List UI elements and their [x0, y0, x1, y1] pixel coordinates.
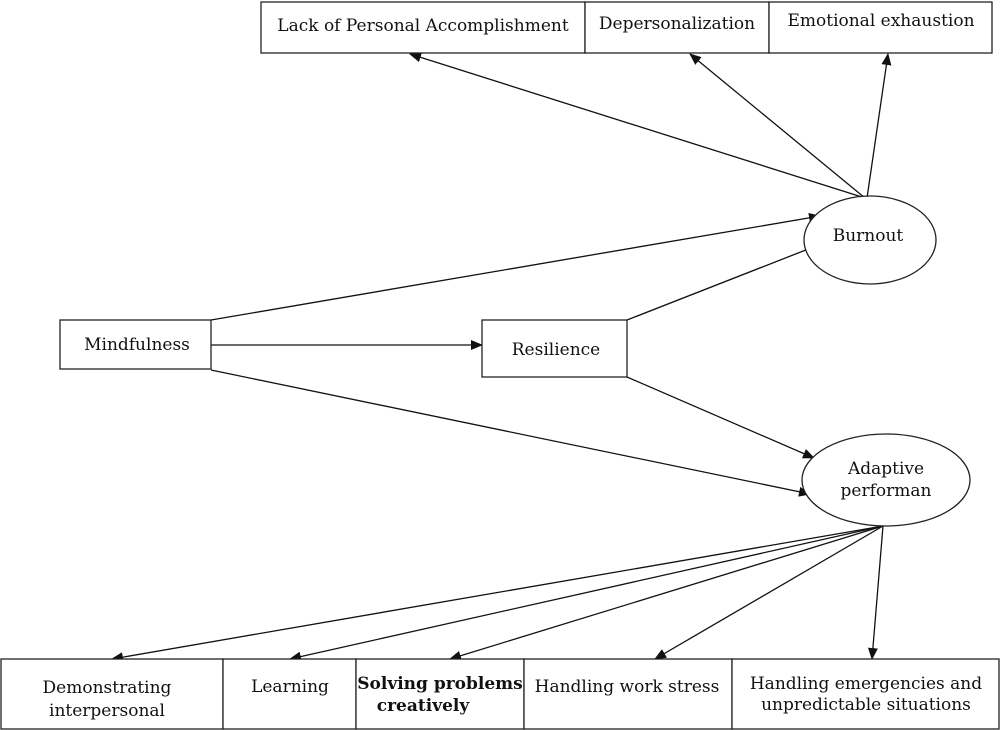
- arrow-mindfulness-to-burnout: [210, 212, 821, 321]
- arrow-burnout-to-depersonalization: [689, 53, 866, 199]
- node-label: Emotional exhaustion: [787, 11, 974, 31]
- node-resilience: Resilience: [481, 319, 628, 378]
- edges-layer: [111, 52, 892, 663]
- arrow-adaptive-performance-to-handling-work-stress: [654, 525, 884, 660]
- node-mindfulness: Mindfulness: [59, 319, 212, 370]
- node-demonstrating-interpersonal: Demonstrating interpersonal: [0, 658, 224, 730]
- node-adaptive-performance: Adaptive performan: [801, 433, 971, 527]
- arrow-resilience-to-adaptive-performance: [626, 376, 815, 459]
- node-label-line-2: creatively: [377, 696, 471, 716]
- node-lack-of-personal-accomplishment: Lack of Personal Accomplishment: [260, 1, 586, 54]
- node-label: Lack of Personal Accomplishment: [277, 16, 569, 36]
- node-solving-problems-creatively: Solving problems creatively: [355, 658, 525, 730]
- node-label-line-1: Adaptive: [847, 459, 924, 479]
- arrow-resilience-to-burnout: [626, 245, 817, 321]
- node-label-line-2: unpredictable situations: [761, 695, 971, 715]
- node-label: Resilience: [512, 340, 601, 360]
- arrow-burnout-to-emotional-exhaustion: [866, 53, 892, 199]
- node-label-line-1: Solving problems: [357, 674, 522, 694]
- node-handling-work-stress: Handling work stress: [523, 658, 733, 730]
- node-label: Learning: [251, 677, 329, 697]
- arrow-mindfulness-to-adaptive-performance: [210, 369, 811, 497]
- arrow-adaptive-performance-to-solving-problems-creatively: [449, 525, 884, 661]
- node-handling-emergencies: Handling emergencies and unpredictable s…: [731, 658, 1000, 730]
- node-label-line-1: Handling emergencies and: [750, 674, 982, 694]
- node-label: Mindfulness: [84, 335, 190, 355]
- node-label-line-2: interpersonal: [49, 701, 165, 721]
- node-learning: Learning: [222, 658, 357, 730]
- arrow-adaptive-performance-to-learning: [289, 525, 884, 662]
- node-label: Depersonalization: [599, 14, 755, 34]
- node-label-line-2: performan: [841, 481, 932, 501]
- node-depersonalization: Depersonalization: [584, 1, 770, 54]
- node-burnout: Burnout: [803, 195, 937, 285]
- arrow-burnout-to-lack-of-personal-accomplishment: [409, 52, 866, 199]
- node-label-line-1: Demonstrating: [43, 678, 172, 698]
- node-label: Burnout: [833, 226, 904, 246]
- node-emotional-exhaustion: Emotional exhaustion: [768, 1, 993, 54]
- node-label: Handling work stress: [535, 677, 720, 697]
- arrow-adaptive-performance-to-demonstrating-interpersonal: [111, 525, 884, 663]
- arrow-adaptive-performance-to-handling-emergencies: [867, 525, 884, 660]
